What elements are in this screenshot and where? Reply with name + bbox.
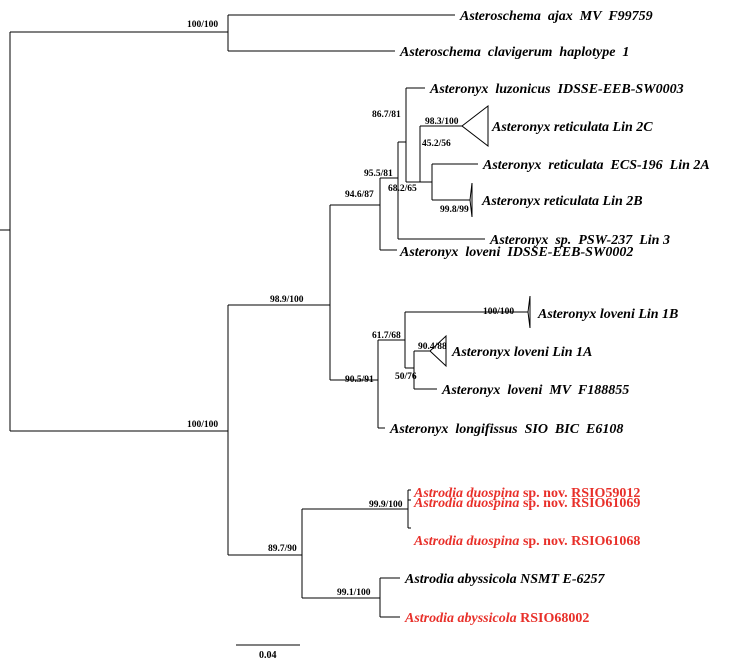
taxon-label-part: Asteronyx reticulata Lin 2B — [481, 194, 643, 209]
taxon-label-ret2C: Asteronyx reticulata Lin 2C — [491, 120, 653, 135]
taxon-label-clavigerum: Asteroschema clavigerum haplotype 1 — [399, 45, 629, 60]
taxon-label-part: Asteronyx reticulata Lin 2C — [491, 120, 653, 135]
taxon-label-part: sp. nov. RSIO61069 — [519, 496, 640, 511]
taxon-label-longif: Asteronyx longifissus SIO BIC E6108 — [389, 422, 623, 437]
support-value-loveni_group: 90.5/91 — [345, 375, 374, 385]
taxon-label-part: Asteronyx loveni IDSSE-EEB-SW0002 — [399, 245, 633, 260]
taxon-label-part: sp. nov. RSIO61068 — [519, 534, 640, 549]
collapsed-clade-lov1A — [429, 334, 447, 368]
taxon-label-part: sp. nov. RSIO59012 — [519, 486, 640, 501]
support-value-n86_7: 86.7/81 — [372, 110, 401, 120]
taxon-label-lov1B: Asteronyx loveni Lin 1B — [537, 307, 678, 322]
taxon-label-part: Astrodia abyssicola NSMT E-6257 — [404, 572, 606, 587]
taxon-label-part: Asteronyx loveni Lin 1A — [451, 345, 592, 360]
taxon-label-part: Astrodia duospina — [413, 534, 519, 549]
taxon-label-abyRSIO: Astrodia abyssicola RSIO68002 — [404, 611, 589, 626]
support-value-asteroschema: 100/100 — [187, 20, 218, 30]
scale-bar-label: 0.04 — [259, 650, 277, 661]
taxon-label-part: Asteronyx loveni Lin 1B — [537, 307, 678, 322]
taxon-label-duo3: Astrodia duospina sp. nov. RSIO61068 — [413, 534, 640, 549]
support-value-root_ingroup: 100/100 — [187, 420, 218, 430]
support-value-abyssicola: 99.1/100 — [337, 588, 371, 598]
support-value-astrodia: 89.7/90 — [268, 544, 297, 554]
taxon-label-ret2A: Asteronyx reticulata ECS-196 Lin 2A — [482, 158, 710, 173]
taxon-label-part: Astrodia abyssicola — [404, 611, 517, 626]
taxon-label-ret2B: Asteronyx reticulata Lin 2B — [481, 194, 643, 209]
support-value-asteronyx: 98.9/100 — [270, 295, 304, 305]
taxon-label-part: Astrodia duospina — [413, 496, 519, 511]
taxon-label-part: Asteroschema ajax MV F99759 — [459, 9, 653, 24]
support-value-n50_76: 50/76 — [395, 372, 417, 382]
taxon-label-ajax: Asteroschema ajax MV F99759 — [459, 9, 653, 24]
taxon-label-part: Astrodia duospina — [413, 486, 519, 501]
taxon-label-lovMV: Asteronyx loveni MV F188855 — [441, 383, 629, 398]
support-value-n98_3: 98.3/100 — [425, 117, 459, 127]
taxon-label-part: Asteronyx sp. PSW-237 Lin 3 — [489, 233, 670, 248]
taxon-label-part: Asteroschema clavigerum haplotype 1 — [399, 45, 629, 60]
taxon-label-luzonicus: Asteronyx luzonicus IDSSE-EEB-SW0003 — [429, 82, 684, 97]
support-value-n45_2: 45.2/56 — [422, 139, 451, 149]
taxon-label-part: RSIO68002 — [517, 611, 590, 626]
taxon-label-part: Asteronyx luzonicus IDSSE-EEB-SW0003 — [429, 82, 684, 97]
collapsed-clade-ret2C — [461, 104, 489, 148]
support-value-n68_2: 68.2/65 — [388, 184, 417, 194]
taxon-label-loveniW2: Asteronyx loveni IDSSE-EEB-SW0002 — [399, 245, 633, 260]
support-value-duospina: 99.9/100 — [369, 500, 403, 510]
taxon-label-lov1A: Asteronyx loveni Lin 1A — [451, 345, 592, 360]
taxon-label-part: Asteronyx loveni MV F188855 — [441, 383, 629, 398]
collapsed-clade-ret2B — [469, 182, 473, 218]
support-value-n95_5: 95.5/81 — [364, 169, 393, 179]
support-value-reticulata_group: 94.6/87 — [345, 190, 374, 200]
taxon-label-abyNSMT: Astrodia abyssicola NSMT E-6257 — [404, 572, 606, 587]
taxon-label-part: Asteronyx reticulata ECS-196 Lin 2A — [482, 158, 710, 173]
taxon-label-sp3: Asteronyx sp. PSW-237 Lin 3 — [489, 233, 670, 248]
support-value-n90_4: 90.4/88 — [418, 342, 447, 352]
support-value-n61_7: 61.7/68 — [372, 331, 401, 341]
support-value-n100_1B: 100/100 — [483, 307, 514, 317]
taxon-label-part: Asteronyx longifissus SIO BIC E6108 — [389, 422, 623, 437]
collapsed-clade-lov1B — [527, 295, 531, 329]
taxon-label-duo1: Astrodia duospina sp. nov. RSIO59012 — [413, 486, 640, 501]
support-value-n99_8: 99.8/99 — [440, 205, 469, 215]
taxon-label-duo2: Astrodia duospina sp. nov. RSIO61069 — [413, 496, 640, 511]
